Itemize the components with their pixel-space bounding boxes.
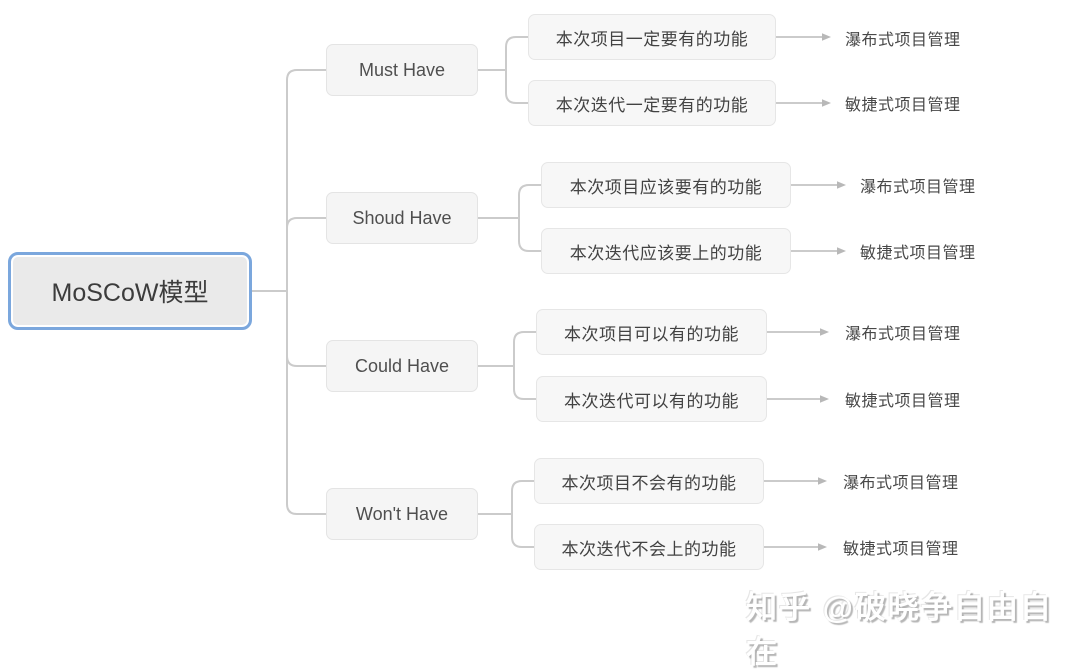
branch-node-wont-have[interactable]: Won't Have [326, 488, 478, 540]
branch-node-could-have[interactable]: Could Have [326, 340, 478, 392]
branch-node-should-have[interactable]: Shoud Have [326, 192, 478, 244]
leaf-node-agile-must[interactable]: 敏捷式项目管理 [845, 97, 961, 114]
child-node-must-project[interactable]: 本次项目一定要有的功能 [528, 14, 776, 60]
leaf-node-waterfall-wont[interactable]: 瀑布式项目管理 [843, 475, 959, 492]
leaf-node-agile-wont[interactable]: 敏捷式项目管理 [843, 541, 959, 558]
child-node-should-project[interactable]: 本次项目应该要有的功能 [541, 162, 791, 208]
child-node-wont-iteration[interactable]: 本次迭代不会上的功能 [534, 524, 764, 570]
child-node-could-iteration[interactable]: 本次迭代可以有的功能 [536, 376, 767, 422]
arrowhead-icons [818, 33, 846, 551]
mindmap-canvas: MoSCoW模型 Must Have Shoud Have Could Have… [8, 14, 1051, 670]
child-node-could-project[interactable]: 本次项目可以有的功能 [536, 309, 767, 355]
child-node-wont-project[interactable]: 本次项目不会有的功能 [534, 458, 764, 504]
leaf-node-waterfall-could[interactable]: 瀑布式项目管理 [845, 326, 961, 343]
child-node-should-iteration[interactable]: 本次迭代应该要上的功能 [541, 228, 791, 274]
root-node-moscow[interactable]: MoSCoW模型 [8, 252, 252, 330]
leaf-node-waterfall-should[interactable]: 瀑布式项目管理 [860, 179, 976, 196]
child-node-must-iteration[interactable]: 本次迭代一定要有的功能 [528, 80, 776, 126]
leaf-node-agile-should[interactable]: 敏捷式项目管理 [860, 245, 976, 262]
leaf-node-agile-could[interactable]: 敏捷式项目管理 [845, 393, 961, 410]
branch-node-must-have[interactable]: Must Have [326, 44, 478, 96]
zhihu-watermark: 知乎 @破晓争自由自在 [746, 590, 1053, 670]
leaf-node-waterfall-must[interactable]: 瀑布式项目管理 [845, 32, 961, 49]
